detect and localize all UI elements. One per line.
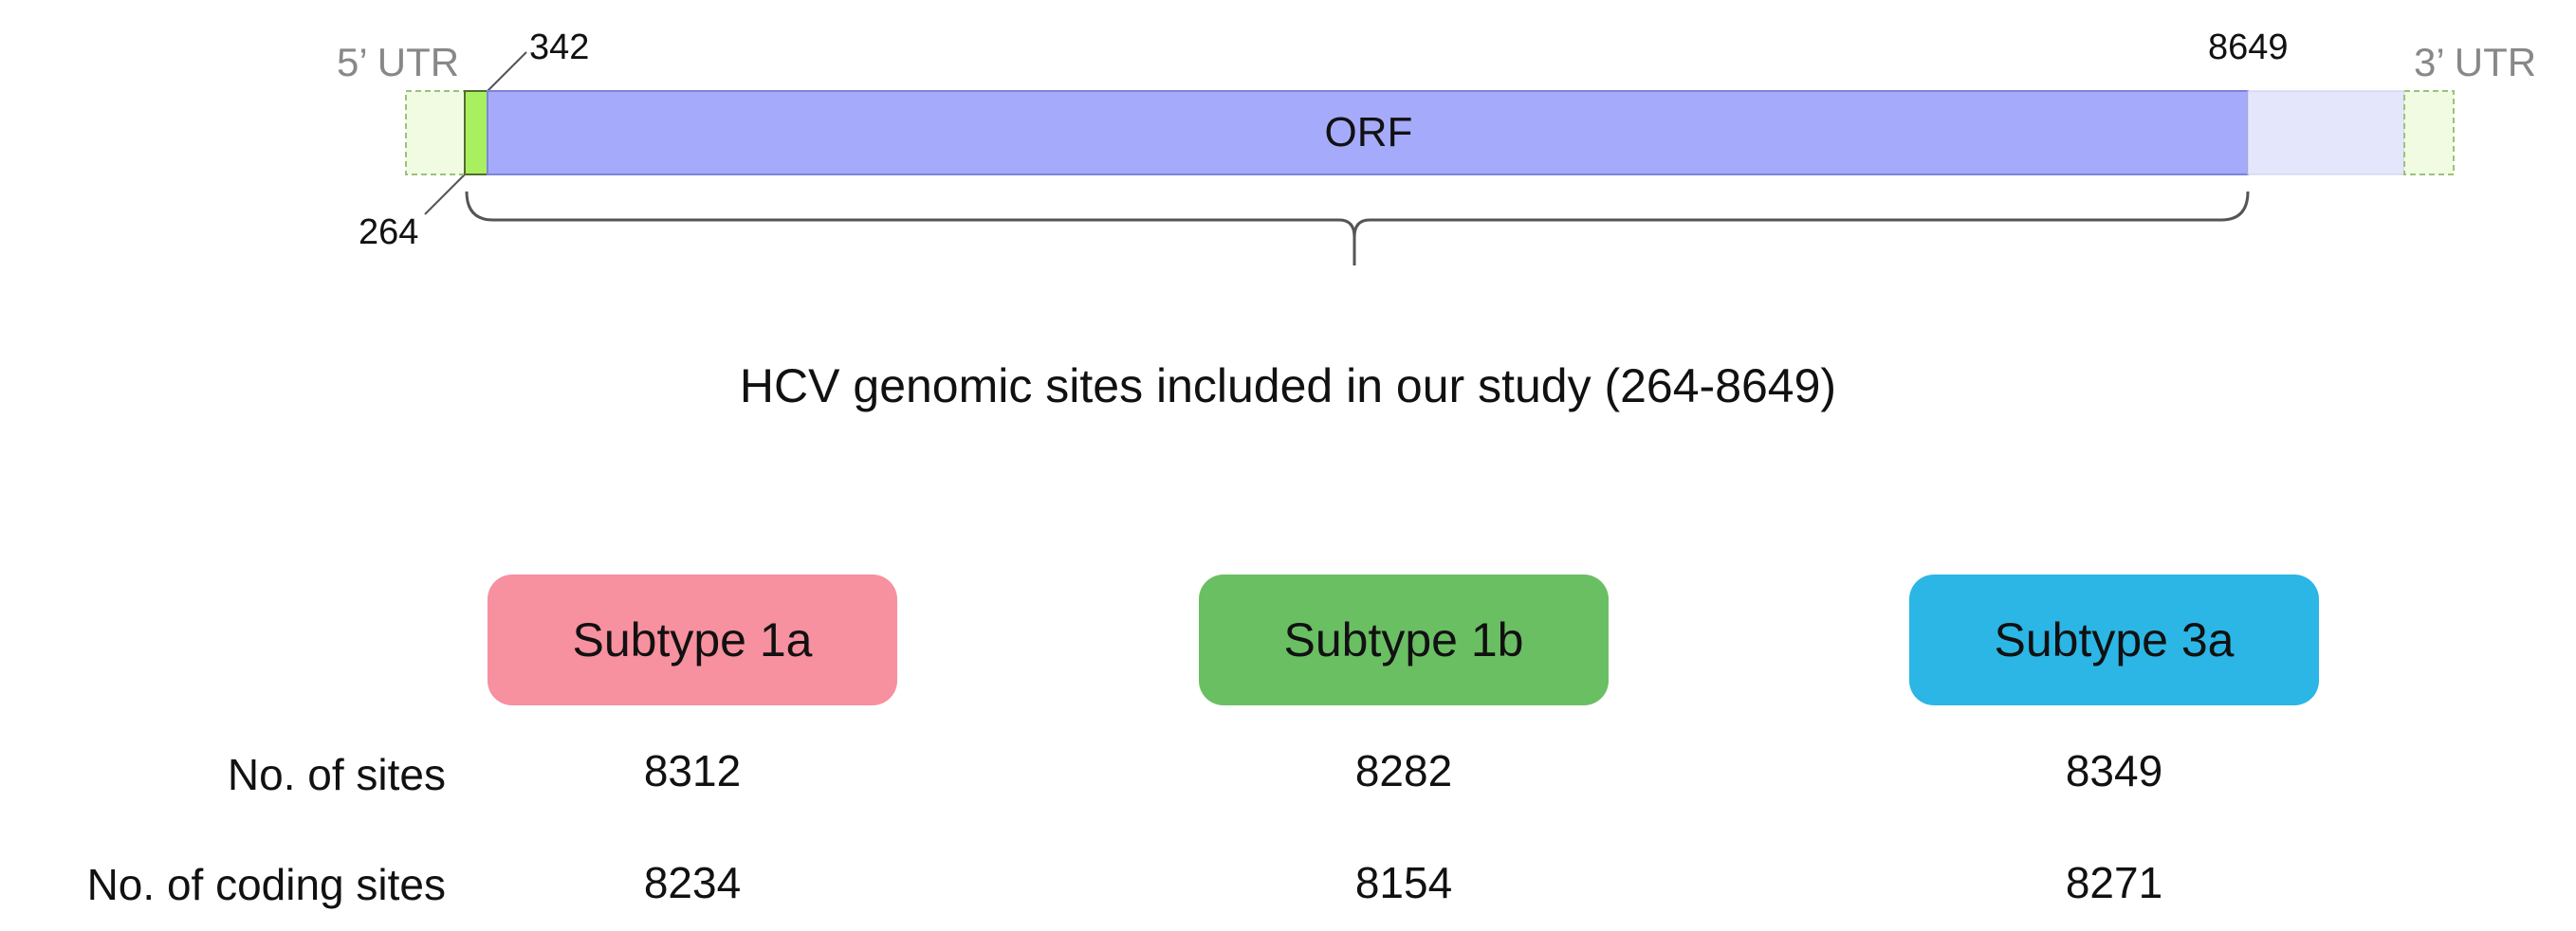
subtype-1a-badge: Subtype 1a [488,575,897,705]
study-caption: HCV genomic sites included in our study … [739,359,1837,412]
orf-label: ORF [1325,109,1413,155]
row-label-sites: No. of sites [227,750,446,799]
row-label-coding-sites: No. of coding sites [86,860,446,909]
subtype-1b-coding-sites: 8154 [1354,858,1453,907]
subtype-1b-badge: Subtype 1b [1199,575,1609,705]
pointer-342 [487,51,527,92]
tail-segment [2247,90,2405,175]
utr5-segment [405,90,466,175]
utr3-segment [2403,90,2455,175]
genome-map: 5’ UTR 3’ UTR 342 8649 264 ORF [337,27,2536,265]
subtype-3a-sites: 8349 [2065,746,2163,795]
subtype-1a-sites: 8312 [643,746,742,795]
subtype-3a-badge: Subtype 3a [1909,575,2319,705]
pointer-264 [424,173,466,215]
subtype-1a-coding-sites: 8234 [643,858,742,907]
study-range-bracket [465,191,2250,265]
subtype-3a-coding-sites: 8271 [2065,858,2163,907]
position-264-label: 264 [359,212,418,252]
utr5-label: 5’ UTR [337,40,459,84]
subtype-1b-sites: 8282 [1354,746,1453,795]
position-342-label: 342 [529,27,589,67]
utr3-label: 3’ UTR [2414,40,2536,84]
orf-segment [487,90,2249,175]
position-8649-label: 8649 [2208,27,2289,67]
green-segment [464,90,488,175]
